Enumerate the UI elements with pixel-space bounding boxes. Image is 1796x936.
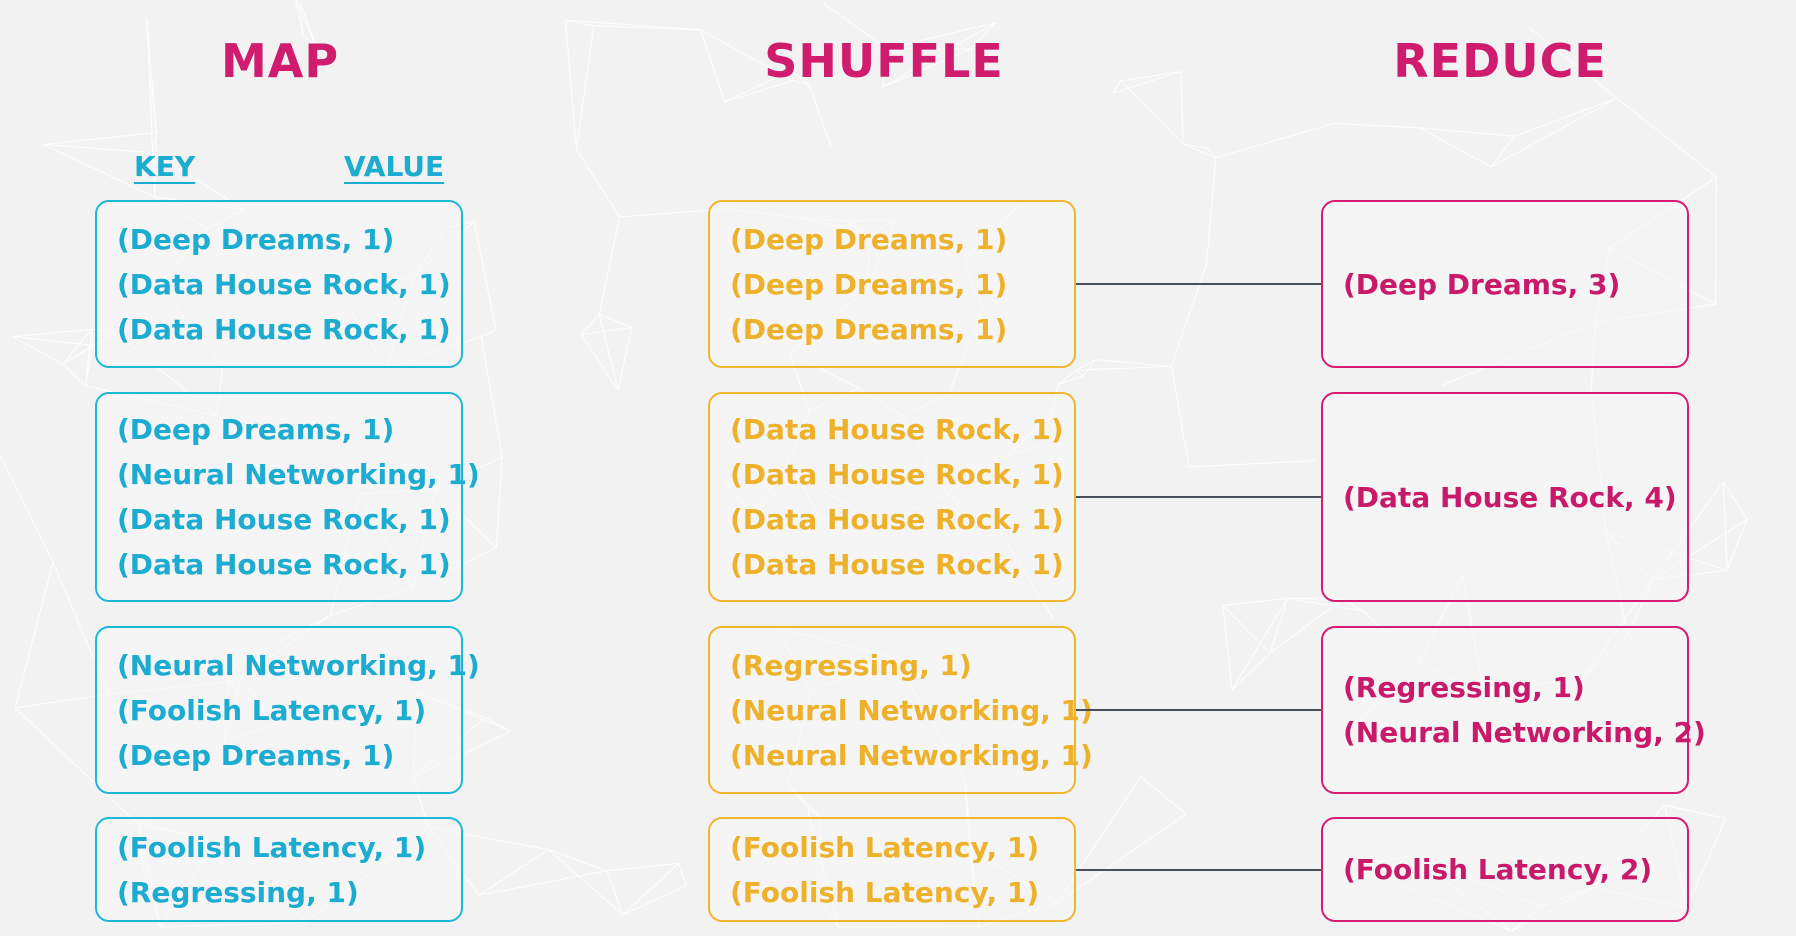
map-group-box: (Deep Dreams, 1) (Neural Networking, 1) (D… [95, 392, 480, 602]
map-header: MAP [220, 34, 340, 88]
reduce-group-box: (Deep Dreams, 3) [1321, 200, 1689, 368]
map-pair: (Foolish Latency, 1) [117, 693, 427, 727]
reduce-group-box: (Foolish Latency, 2) [1321, 817, 1689, 922]
map-group-box: (Foolish Latency, 1) (Regressing, 1) [95, 817, 463, 922]
map-pair: (Neural Networking, 1) [117, 648, 480, 682]
shuffle-pair: (Regressing, 1) [730, 648, 972, 682]
shuffle-group-box: (Data House Rock, 1) (Data House Rock, 1)… [708, 392, 1076, 602]
reduce-header: REDUCE [1393, 34, 1607, 88]
reduce-pair: (Foolish Latency, 2) [1343, 853, 1653, 886]
shuffle-pair: (Data House Rock, 1) [730, 413, 1064, 446]
shuffle-pair: (Deep Dreams, 1) [730, 312, 1008, 346]
shuffle-pair: (Data House Rock, 1) [730, 548, 1064, 581]
map-pair: (Deep Dreams, 1) [117, 413, 395, 446]
map-pair: (Foolish Latency, 1) [117, 830, 427, 864]
shuffle-pair: (Data House Rock, 1) [730, 458, 1064, 491]
shuffle-to-reduce-connector [1076, 496, 1321, 498]
reduce-group-box: (Data House Rock, 4) [1321, 392, 1689, 602]
shuffle-to-reduce-connector [1076, 868, 1321, 871]
shuffle-to-reduce-connector [1076, 283, 1321, 285]
shuffle-pair: (Data House Rock, 1) [730, 503, 1064, 536]
key-column-label: KEY [134, 150, 196, 183]
shuffle-pair: (Foolish Latency, 1) [730, 875, 1040, 909]
reduce-pair: (Neural Networking, 2) [1343, 716, 1706, 749]
map-pair: (Deep Dreams, 1) [117, 738, 395, 772]
shuffle-to-reduce-connector [1076, 709, 1321, 711]
shuffle-header: SHUFFLE [764, 34, 1004, 88]
map-pair: (Data House Rock, 1) [117, 548, 451, 581]
map-pair: (Data House Rock, 1) [117, 267, 451, 301]
reduce-pair: (Data House Rock, 4) [1343, 480, 1677, 514]
map-pair: (Data House Rock, 1) [117, 503, 451, 536]
reduce-group-box: (Regressing, 1) (Neural Networking, 2) [1321, 626, 1706, 794]
reduce-pair: (Deep Dreams, 3) [1343, 267, 1621, 301]
map-group-box: (Deep Dreams, 1) (Data House Rock, 1) (Dat… [95, 200, 463, 368]
shuffle-pair: (Deep Dreams, 1) [730, 267, 1008, 301]
reduce-pair: (Regressing, 1) [1343, 671, 1585, 704]
shuffle-pair: (Neural Networking, 1) [730, 693, 1093, 727]
shuffle-pair: (Foolish Latency, 1) [730, 830, 1040, 864]
shuffle-group-box: (Deep Dreams, 1) (Deep Dreams, 1) (Deep Dr… [708, 200, 1076, 368]
value-column-label: VALUE [344, 150, 445, 183]
map-pair: (Regressing, 1) [117, 875, 359, 909]
shuffle-pair: (Neural Networking, 1) [730, 738, 1093, 772]
shuffle-pair: (Deep Dreams, 1) [730, 222, 1008, 256]
map-pair: (Neural Networking, 1) [117, 458, 480, 491]
shuffle-group-box: (Regressing, 1) (Neural Networking, 1) (Ne… [708, 626, 1093, 794]
shuffle-group-box: (Foolish Latency, 1) (Foolish Latency, 1) [708, 817, 1076, 922]
map-group-box: (Neural Networking, 1) (Foolish Latency, … [95, 626, 480, 794]
map-pair: (Data House Rock, 1) [117, 312, 451, 346]
map-pair: (Deep Dreams, 1) [117, 222, 395, 256]
